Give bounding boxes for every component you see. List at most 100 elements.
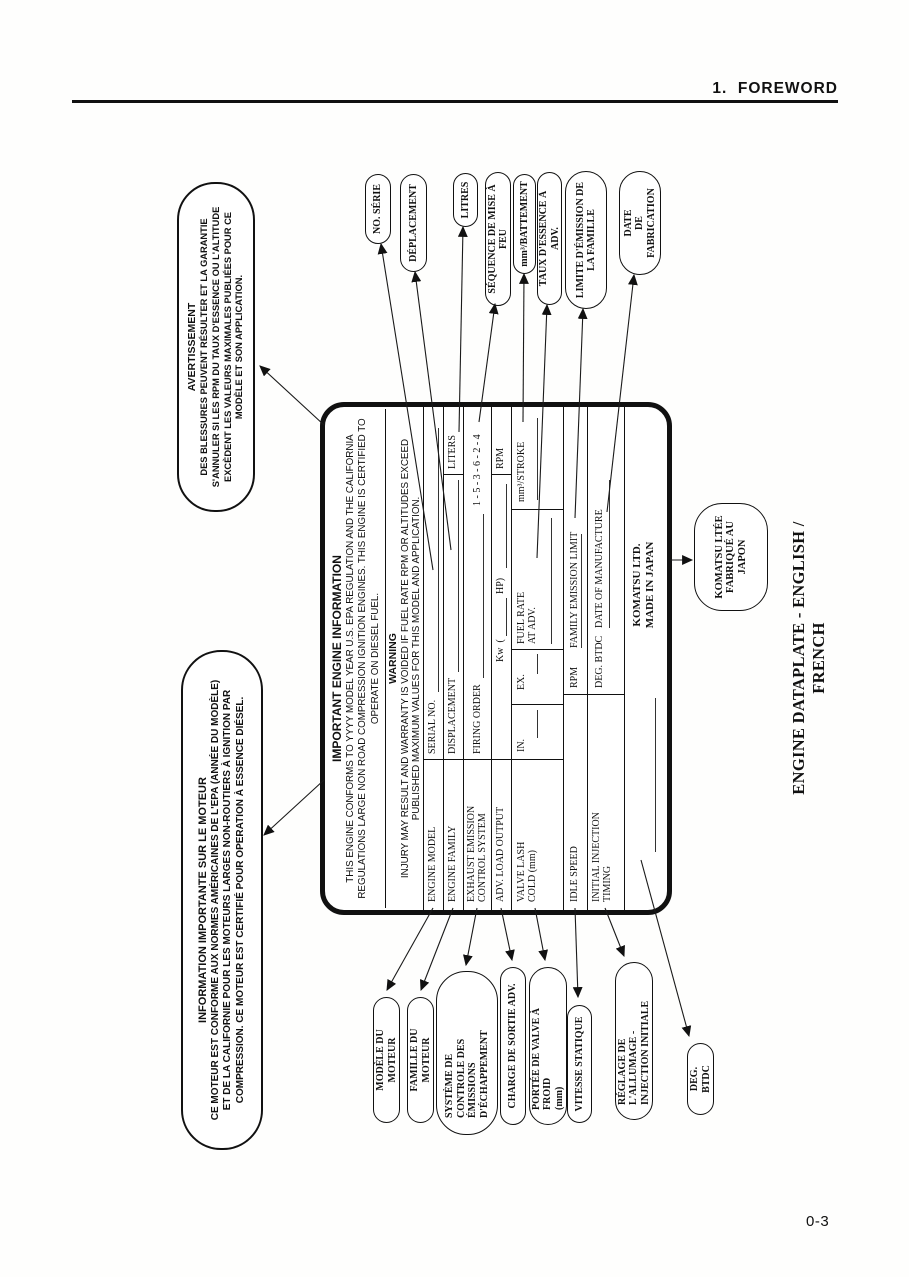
row-valve-lash-label-1: VALVE LASH: [516, 841, 527, 902]
table-line: [491, 407, 492, 910]
blank-line: [483, 514, 484, 678]
bubble-charge-de-sortie: CHARGE DE SORTIE ADV.: [500, 967, 526, 1125]
table-line: [443, 407, 444, 910]
info-bubble-title: INFORMATION IMPORTANTE SUR LE MOTEUR: [196, 777, 209, 1023]
table-line: [563, 694, 624, 695]
header-rule: [72, 100, 838, 103]
blank-line: [609, 480, 610, 628]
blank-line: [506, 484, 507, 568]
fuel-rate-label-1: FUEL RATE: [516, 591, 527, 644]
row-engine-family-label: ENGINE FAMILY: [447, 825, 458, 902]
bubble-label: PORTÉE DE VALVE À FROID: [530, 1008, 554, 1110]
deg-btdc-label: DEG. BTDC: [594, 635, 605, 688]
table-line: [423, 407, 424, 910]
bubble-label: VITESSE STATIQUE: [573, 1016, 585, 1112]
plate-intro: THIS ENGINE CONFORMS TO YYYY MODEL YEAR …: [345, 418, 381, 899]
engine-dataplate: IMPORTANT ENGINE INFORMATION THIS ENGINE…: [320, 402, 672, 915]
row-exhaust-label-2: CONTROL SYSTEM: [477, 813, 488, 902]
rpm-label: RPM: [495, 447, 506, 469]
table-line: [587, 407, 588, 910]
bubble-deg-btdc: DEG. BTDC: [687, 1043, 714, 1115]
row-displacement-label: DISPLACEMENT: [447, 677, 458, 754]
bubble-no-serie: NO. SÉRIE: [365, 174, 391, 244]
fuel-rate-label-2: AT ADV.: [527, 607, 538, 644]
bubble-label: LA FAMILLE: [586, 209, 597, 271]
bubble-label: FABRIQUÉ AU JAPON: [725, 521, 748, 593]
row-initial-injection-label-2: TIMING: [602, 865, 613, 902]
table-line: [511, 649, 563, 650]
row-engine-model-label: ENGINE MODEL: [427, 826, 438, 902]
table-line: [423, 759, 563, 760]
table-line: [491, 474, 511, 475]
bubble-label: KOMATSU LTÉE: [713, 515, 725, 599]
bubble-reglage-allumage: RÉGLAGE DE L'ALLUMAGE - INJECTION INITIA…: [615, 962, 653, 1120]
bubble-label: CHARGE DE SORTIE ADV.: [507, 983, 519, 1109]
bubble-deplacement: DÉPLACEMENT: [400, 174, 427, 272]
bubble-sequence-mise-a-feu: SÉQUENCE DE MISE À FEU: [485, 172, 511, 306]
firing-order-value: 1 - 5 - 3 - 6 - 2 - 4: [472, 434, 483, 506]
row-idle-speed-label: IDLE SPEED: [569, 846, 580, 902]
bubble-avertissement: AVERTISSEMENT DES BLESSURES PEUVENT RÉSU…: [177, 182, 255, 512]
bubble-portee-de-valve: PORTÉE DE VALVE À FROID (mm): [529, 967, 567, 1125]
row-exhaust-label-1: EXHAUST EMISSION: [466, 805, 477, 902]
bubble-label: SYSTÈME DE: [444, 1053, 455, 1118]
row-liters-label: LITERS: [447, 435, 458, 469]
table-line: [463, 407, 464, 910]
bubble-label: SÉQUENCE DE MISE À FEU: [486, 184, 510, 294]
row-initial-injection-label-1: INITIAL INJECTION: [591, 812, 602, 902]
blank-line: [438, 428, 439, 692]
ex-label: EX.: [516, 674, 527, 690]
figure-caption: ENGINE DATAPLATE - ENGLISH / FRENCH: [789, 521, 828, 795]
bubble-komatsu-ltee: KOMATSU LTÉE FABRIQUÉ AU JAPON: [694, 503, 768, 611]
plate-divider-rule: [385, 409, 386, 908]
hp-label: HP): [495, 577, 506, 594]
rotated-diagram: INFORMATION IMPORTANTE SUR LE MOTEUR CE …: [175, 170, 828, 1160]
table-line: [511, 509, 563, 510]
bubble-litres: LITRES: [453, 173, 478, 227]
bubble-famille-du-moteur: FAMILLE DU MOTEUR: [407, 997, 434, 1123]
bubble-label: FAMILLE DU MOTEUR: [409, 1028, 432, 1092]
bubble-modele-du-moteur: MODÈLE DU MOTEUR: [373, 997, 400, 1123]
row-adv-load-label: ADV. LOAD OUTPUT: [495, 806, 506, 902]
blank-line: [458, 480, 459, 672]
mm3-stroke-label: mm³/STROKE: [516, 441, 527, 502]
row-serial-no-label: SERIAL NO.: [427, 699, 438, 754]
table-line: [443, 474, 463, 475]
bubble-label: RÉGLAGE DE L'ALLUMAGE -: [616, 1030, 640, 1105]
blank-line: [537, 418, 538, 500]
plate-title: IMPORTANT ENGINE INFORMATION: [330, 555, 344, 762]
bubble-label: TAUX D'ESSENCE À ADV.: [538, 190, 561, 287]
bubble-label: DE FABRICATION: [634, 188, 657, 258]
blank-line: [537, 654, 538, 674]
family-emission-limit-label: FAMILY EMISSION LIMIT: [569, 531, 580, 648]
bubble-label: DEG. BTDC: [689, 1065, 712, 1093]
bubble-label: ÉMISSIONS D'ÉCHAPPEMENT: [467, 1030, 490, 1118]
bubble-limite-emission: LIMITE D'ÉMISSION DE LA FAMILLE: [565, 171, 607, 309]
blank-line: [506, 598, 507, 636]
info-bubble-body: CE MOTEUR EST CONFORME AUX NORMES AMÉRIC…: [209, 679, 246, 1121]
plate-warning-title: WARNING: [387, 633, 399, 684]
table-line: [511, 704, 563, 705]
row-valve-lash-label-2: COLD (mm): [527, 850, 538, 902]
page-header: 1. FOREWORD: [712, 80, 838, 97]
page-number: 0-3: [806, 1213, 830, 1230]
bubble-date-fabrication: DATE DE FABRICATION: [619, 171, 661, 275]
plate-warning-body: INJURY MAY RESULT AND WARRANTY IS VOIDED…: [400, 438, 423, 879]
bubble-systeme-de-controle: SYSTÈME DE CONTROLE DES ÉMISSIONS D'ÉCHA…: [436, 971, 498, 1135]
bubble-label: DATE: [622, 209, 634, 237]
bubble-mm3-battement: mm³/BATTEMENT: [513, 174, 536, 274]
bubble-label: INJECTION INITIALE: [639, 1000, 651, 1105]
blank-line: [655, 698, 656, 852]
blank-line: [537, 710, 538, 738]
made-in-japan-line: MADE IN JAPAN: [644, 541, 656, 629]
table-line: [511, 407, 512, 910]
bubble-vitesse-statique: VITESSE STATIQUE: [567, 1005, 592, 1123]
bubble-label: MODÈLE DU MOTEUR: [375, 1029, 398, 1091]
blank-line: [581, 534, 582, 648]
blank-line: [551, 518, 552, 644]
bubble-label: (mm): [553, 1086, 565, 1110]
bubble-label: CONTROLE DES: [455, 1038, 467, 1118]
warning-bubble-title: AVERTISSEMENT: [186, 302, 199, 392]
table-line: [563, 407, 564, 910]
